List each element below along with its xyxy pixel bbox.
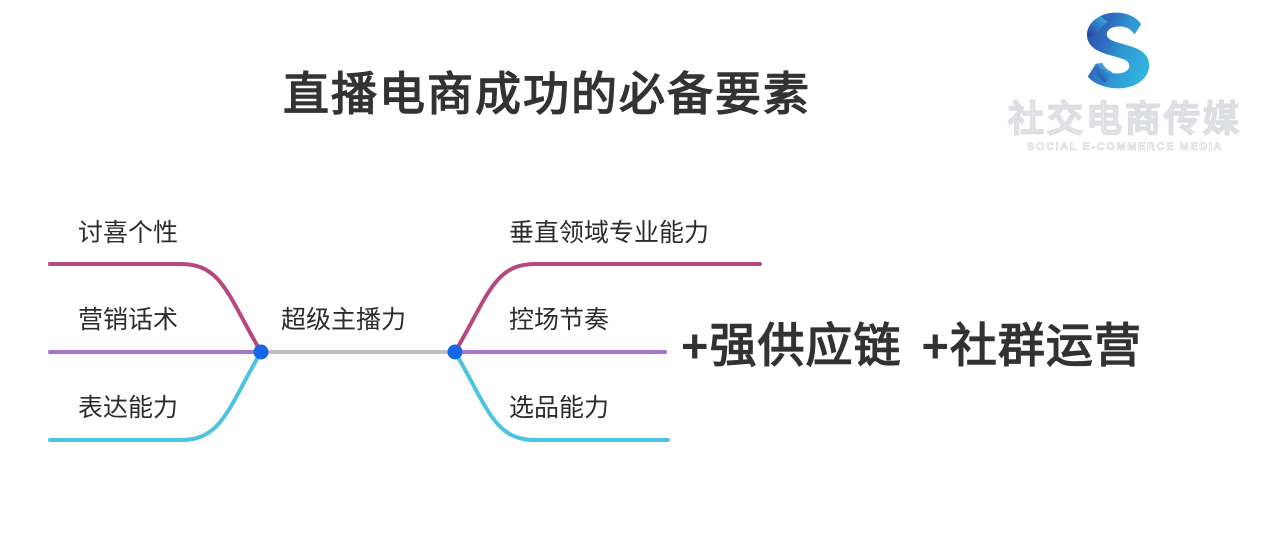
branch-label-left-top: 讨喜个性 <box>78 219 179 247</box>
letter-s-logo-icon <box>1086 12 1150 89</box>
mindmap-center-label: 超级主播力 <box>281 306 407 334</box>
tail-item-community-ops: +社群运营 <box>921 319 1142 372</box>
branch-label-right-mid: 控场节奏 <box>509 306 610 334</box>
brand-logo: 社交电商传媒 SOCIAL E-COMMERCE MEDIA <box>985 2 1265 162</box>
mindmap-node-left <box>253 344 269 360</box>
mindmap-node-right <box>447 344 463 360</box>
tail-text-group: +强供应链 +社群运营 <box>681 318 1142 374</box>
branch-label-left-bottom: 表达能力 <box>78 394 179 422</box>
branch-label-right-bottom: 选品能力 <box>509 394 610 422</box>
logo-english-name: SOCIAL E-COMMERCE MEDIA <box>1026 141 1224 154</box>
branch-label-right-top: 垂直领域专业能力 <box>509 219 710 247</box>
page-title: 直播电商成功的必备要素 <box>283 68 811 120</box>
logo-chinese-name: 社交电商传媒 <box>1007 97 1242 139</box>
branch-label-left-mid: 营销话术 <box>78 306 179 334</box>
tail-item-supply-chain: +强供应链 <box>681 319 902 372</box>
